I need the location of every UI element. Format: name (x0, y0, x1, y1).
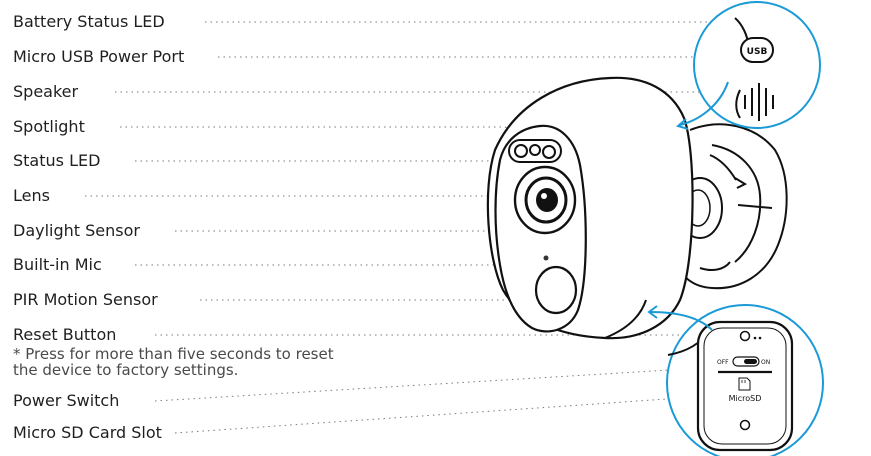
status-led-label: Status LED (13, 151, 101, 170)
microsd-text: MicroSD (729, 394, 762, 403)
reset-note-line-1: * Press for more than five seconds to re… (13, 345, 334, 363)
spotlight-label: Spotlight (13, 117, 85, 136)
reset-note-line-2: the device to factory settings. (13, 361, 239, 379)
screw-icon (739, 419, 751, 431)
switch-on-text: ON (761, 359, 770, 366)
speaker-grille-icon (744, 83, 774, 121)
leader-lines (85, 19, 761, 434)
reset-button-label: Reset Button (13, 325, 117, 344)
sd-card-icon (738, 377, 751, 391)
usb-text: USB (747, 47, 768, 57)
pir-motion-sensor-label: PIR Motion Sensor (13, 290, 158, 309)
leader-micro-sd (174, 394, 726, 434)
usb-port-icon (740, 37, 774, 63)
micro-sd-card-slot-label: Micro SD Card Slot (13, 423, 162, 442)
micro-usb-power-port-label: Micro USB Power Port (13, 47, 185, 66)
reset-button-icon (739, 330, 751, 342)
speaker-label: Speaker (13, 82, 79, 101)
camera-body (486, 76, 694, 340)
arrow-bottom-icon (649, 311, 713, 331)
pir-sensor-icon (534, 265, 578, 315)
usb-callout: USB (675, 1, 821, 130)
daylight-sensor-label: Daylight Sensor (13, 221, 140, 240)
bottom-callout: OFF ON MicroSD (647, 304, 824, 456)
lens-icon (513, 165, 577, 235)
arrow-top-icon (679, 81, 729, 126)
mic-dot (543, 255, 549, 261)
lens-label: Lens (13, 186, 50, 205)
status-led-icon (514, 144, 528, 158)
switch-off-text: OFF (717, 359, 729, 366)
power-switch-label: Power Switch (13, 391, 120, 410)
battery-status-led-label: Battery Status LED (13, 12, 165, 31)
built-in-mic-label: Built-in Mic (13, 255, 102, 274)
leader-power-switch (154, 366, 721, 402)
